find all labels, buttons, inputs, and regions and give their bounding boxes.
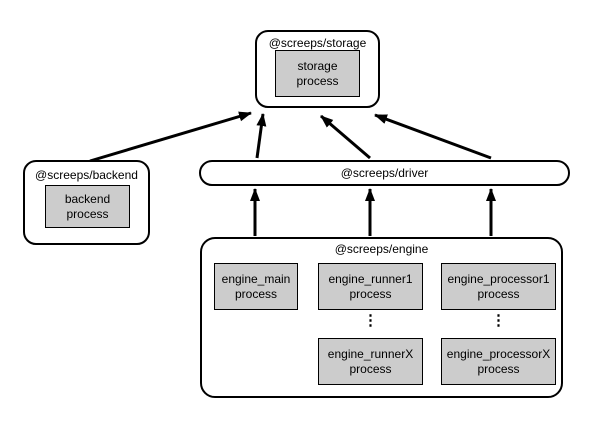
- engine-runner1-process-box: engine_runner1 process: [318, 263, 423, 310]
- engine-runnerX-process-label: engine_runnerX process: [327, 346, 414, 376]
- engine-processor1-process-label: engine_processor1 process: [447, 271, 550, 301]
- storage-package-label: @screeps/storage: [268, 36, 367, 50]
- engine-package-box: @screeps/engine engine_main process engi…: [200, 237, 563, 398]
- engine-processor1-process-box: engine_processor1 process: [441, 263, 556, 310]
- arrow-driver-to-storage-1: [255, 113, 267, 159]
- arrow-backend-to-storage: [89, 111, 252, 163]
- arrow-driver-to-storage-3: [374, 113, 492, 160]
- engine-processor-ellipsis: ⋮: [491, 312, 506, 329]
- engine-main-process-box: engine_main process: [214, 263, 298, 310]
- engine-processorX-process-label: engine_processorX process: [446, 346, 551, 376]
- engine-runner-ellipsis: ⋮: [363, 312, 378, 329]
- engine-main-process-label: engine_main process: [221, 271, 291, 301]
- engine-processorX-process-box: engine_processorX process: [441, 338, 556, 385]
- arrow-driver-to-storage-2: [320, 114, 371, 160]
- backend-package-label: @screeps/backend: [35, 168, 138, 182]
- storage-package-box: @screeps/storage storage process: [255, 30, 380, 108]
- backend-package-box: @screeps/backend backend process: [23, 160, 150, 245]
- engine-package-label: @screeps/engine: [334, 242, 429, 256]
- backend-process-box: backend process: [45, 185, 130, 228]
- storage-process-box: storage process: [275, 50, 360, 97]
- engine-runner1-process-label: engine_runner1 process: [328, 271, 413, 301]
- engine-runnerX-process-box: engine_runnerX process: [318, 338, 423, 385]
- driver-package-label: @screeps/driver: [340, 166, 429, 180]
- driver-package-box: @screeps/driver: [199, 160, 570, 186]
- backend-process-label: backend process: [64, 191, 111, 221]
- storage-process-label: storage process: [296, 58, 339, 88]
